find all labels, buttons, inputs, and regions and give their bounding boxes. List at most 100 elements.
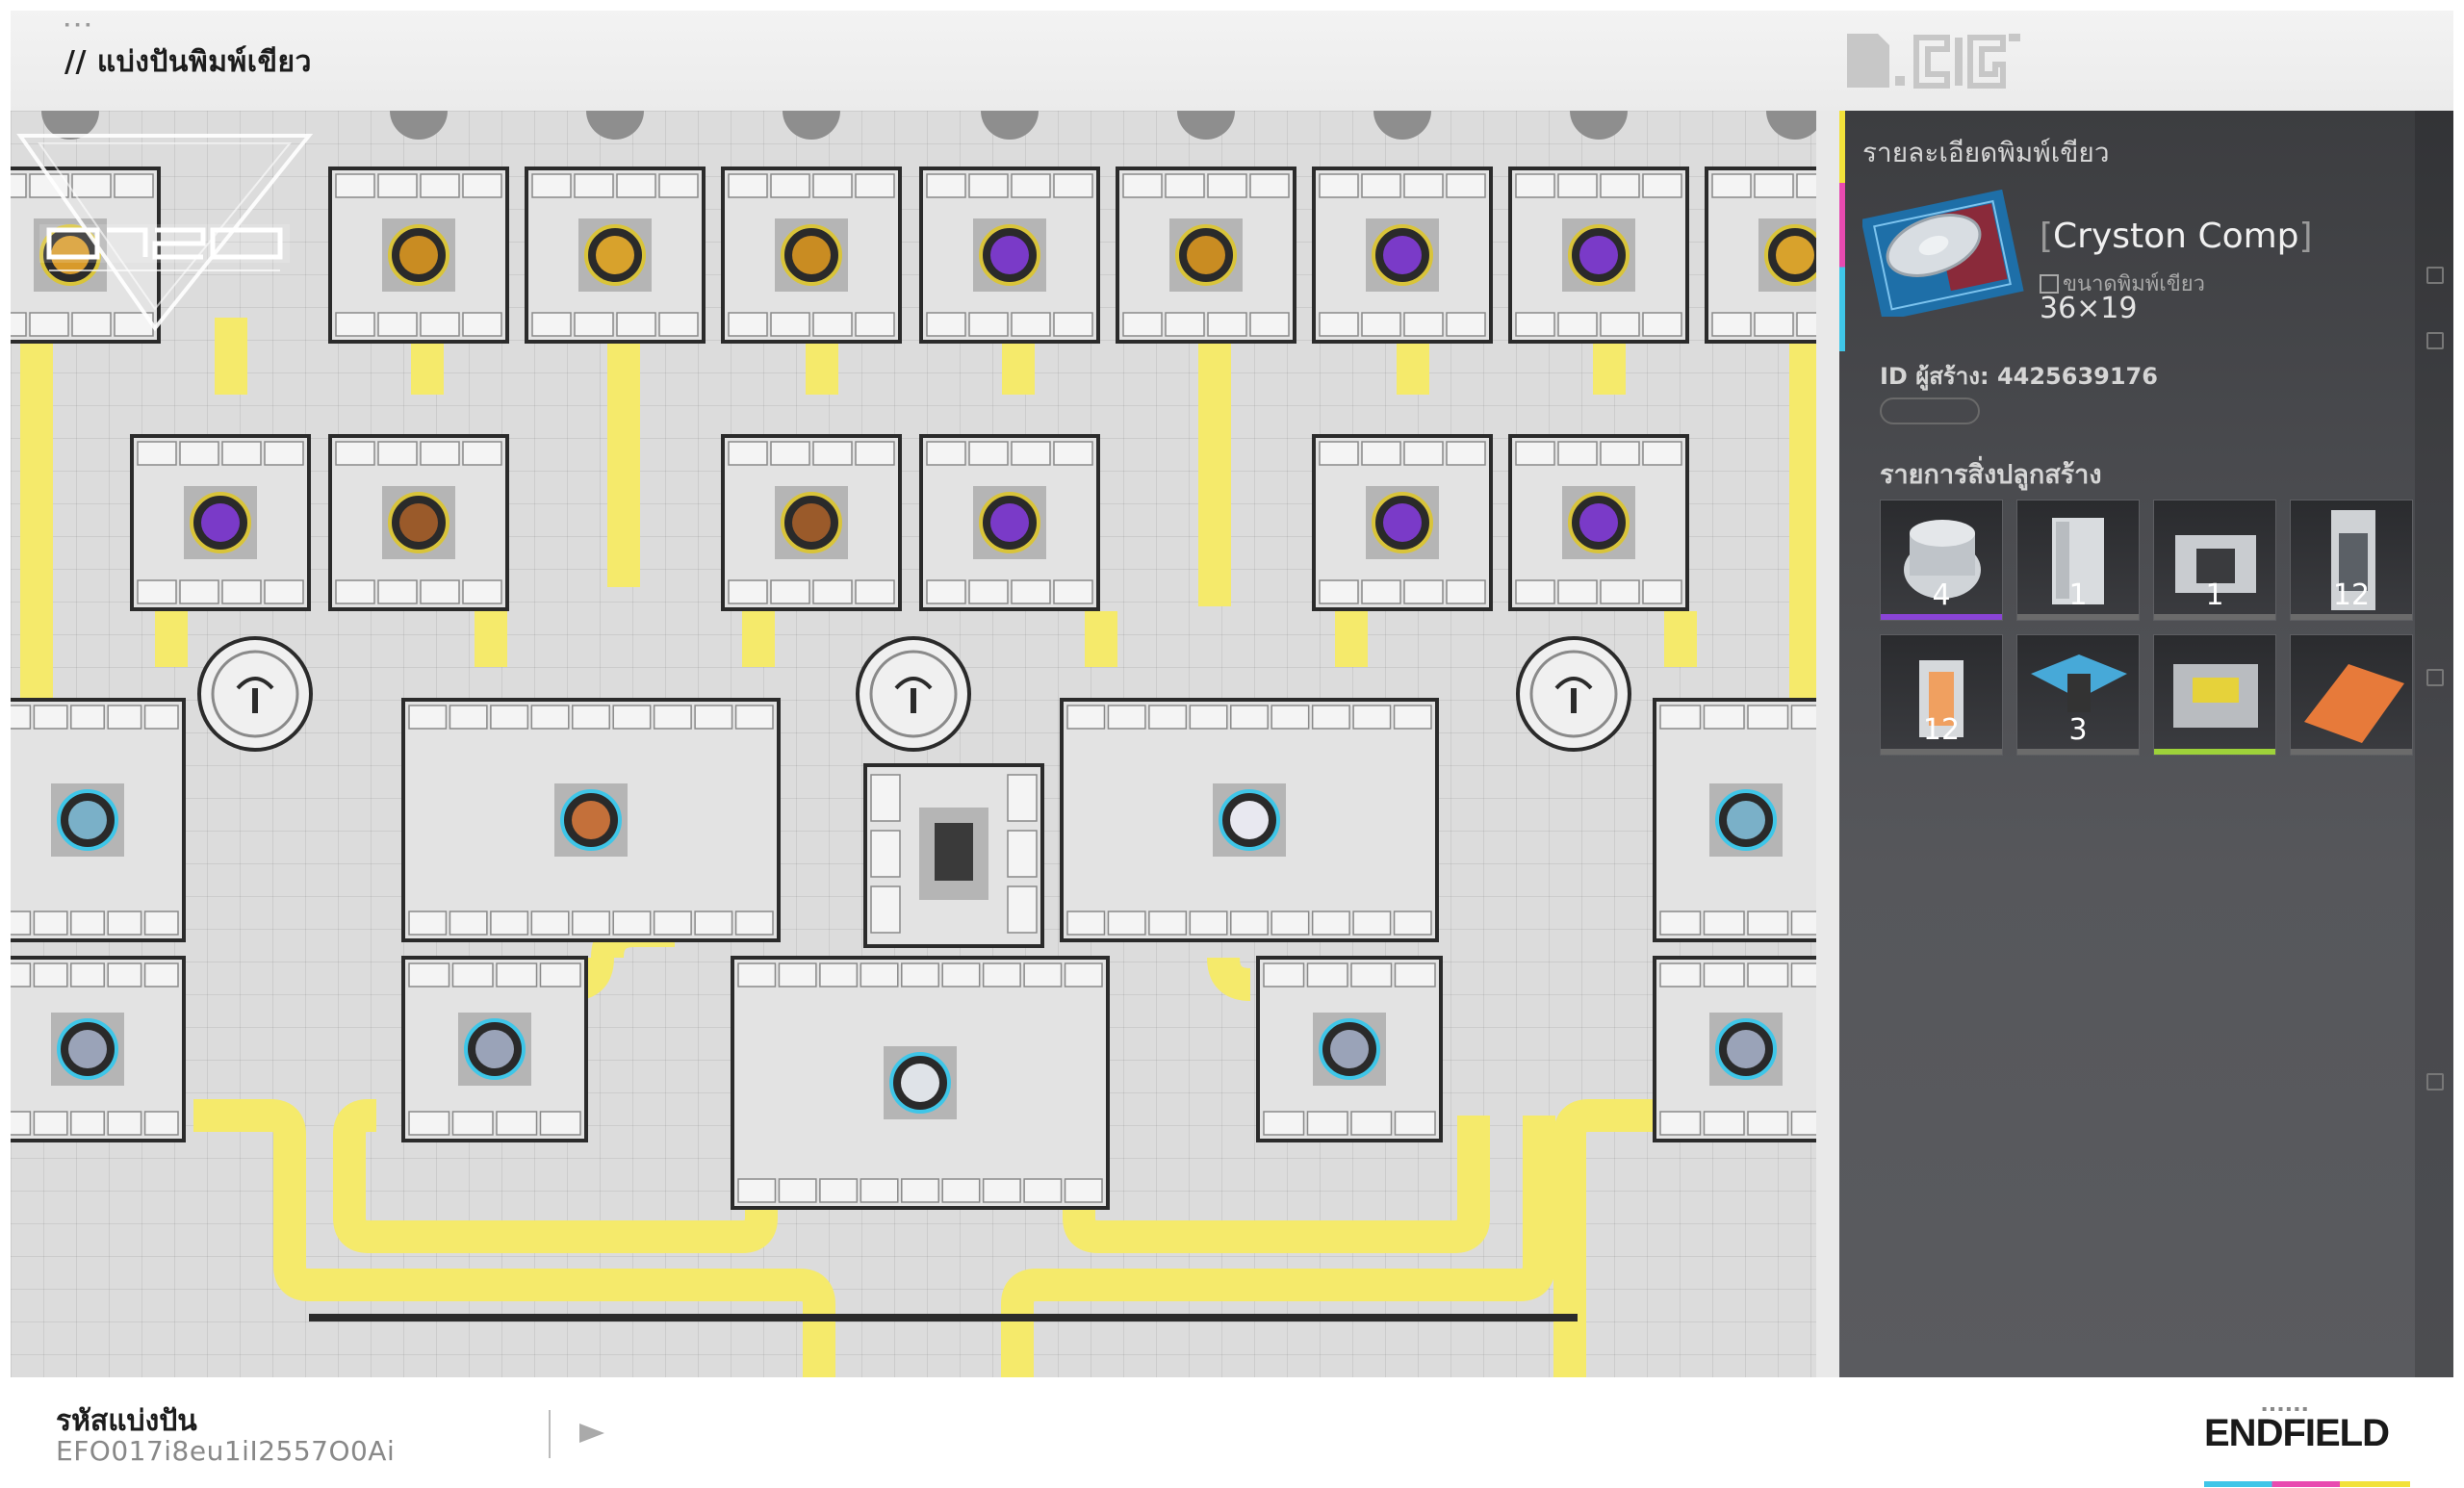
machine-port bbox=[33, 911, 68, 936]
machine-port bbox=[616, 312, 656, 337]
machine-port bbox=[137, 579, 177, 604]
machine-port bbox=[968, 579, 1009, 604]
machine-port bbox=[1394, 1111, 1436, 1136]
machine-port bbox=[264, 579, 304, 604]
machine-port bbox=[728, 441, 768, 466]
machine-port bbox=[941, 1178, 981, 1203]
machine-port bbox=[377, 579, 418, 604]
panel-side-strip bbox=[2415, 111, 2453, 1377]
signal-icon bbox=[1554, 677, 1593, 690]
machine-port bbox=[1053, 579, 1093, 604]
edit-icon[interactable] bbox=[2426, 267, 2444, 284]
edit-icon[interactable] bbox=[2426, 669, 2444, 686]
machine-port bbox=[812, 441, 853, 466]
machine-port bbox=[819, 962, 859, 988]
copy-id-button[interactable] bbox=[1880, 398, 1980, 424]
machine-port bbox=[1659, 1111, 1702, 1136]
build-item-pylon-tower[interactable]: 12 bbox=[2290, 500, 2413, 621]
build-item-refining-unit[interactable]: 4 bbox=[1880, 500, 2003, 621]
input-port bbox=[586, 111, 644, 140]
endfield-brand-logo: ENDFIELD bbox=[2204, 1412, 2390, 1454]
machine-port bbox=[812, 312, 853, 337]
recipe-item-icon bbox=[1383, 236, 1422, 274]
machine-port bbox=[1361, 579, 1401, 604]
machine-port bbox=[1515, 173, 1555, 198]
blueprint-layout bbox=[11, 111, 1816, 1377]
app-frame: ▪ ▪ ▪ // แบ่งปันพิมพ์เขียว รายละเอียดพิม… bbox=[11, 11, 2453, 1377]
machine-port bbox=[737, 962, 777, 988]
pylon-tower-icon bbox=[2331, 510, 2375, 610]
machine-port bbox=[1064, 1178, 1103, 1203]
machine-port bbox=[1007, 885, 1038, 934]
machine-port bbox=[420, 173, 460, 198]
machine-port bbox=[107, 705, 142, 730]
recipe-item-icon bbox=[1383, 503, 1422, 542]
machine-port bbox=[1207, 312, 1247, 337]
build-item-storage-tower[interactable]: 1 bbox=[2016, 500, 2140, 621]
machine-port bbox=[420, 441, 460, 466]
machine-port bbox=[1311, 705, 1350, 730]
machine-port bbox=[778, 1178, 817, 1203]
machine-port bbox=[1011, 441, 1051, 466]
build-item-power-cell[interactable]: 12 bbox=[1880, 634, 2003, 756]
machine-port bbox=[1007, 774, 1038, 822]
share-code-value[interactable]: EFO017i8eu1iI2557O0Ai bbox=[56, 1435, 396, 1467]
machine-port bbox=[860, 962, 899, 988]
machine-port bbox=[1319, 579, 1359, 604]
machine-port bbox=[1747, 1111, 1789, 1136]
machine-port bbox=[1165, 173, 1205, 198]
input-port bbox=[41, 111, 99, 140]
machine-port bbox=[1747, 705, 1789, 730]
recipe-item-icon bbox=[1727, 1030, 1765, 1068]
machine-port bbox=[968, 441, 1009, 466]
machine-port bbox=[1319, 312, 1359, 337]
blueprint-detail-panel: รายละเอียดพิมพ์เขียว [Cryston Comp] ขนาด… bbox=[1839, 111, 2453, 1377]
machine-port bbox=[612, 911, 652, 936]
machine-port bbox=[1703, 962, 1745, 988]
machine-port bbox=[1642, 579, 1682, 604]
recipe-item-icon bbox=[1776, 236, 1814, 274]
recipe-item-icon bbox=[990, 503, 1029, 542]
machine-port bbox=[70, 705, 105, 730]
machine-port bbox=[107, 1111, 142, 1136]
rarity-bar bbox=[1881, 614, 2002, 620]
machine-port bbox=[377, 441, 418, 466]
input-port bbox=[981, 111, 1039, 140]
blueprint-canvas[interactable] bbox=[11, 111, 1816, 1377]
machine-port bbox=[462, 579, 502, 604]
machine-port bbox=[1515, 579, 1555, 604]
splitter-icon bbox=[2031, 654, 2127, 712]
build-item-splitter[interactable]: 3 bbox=[2016, 634, 2140, 756]
machine-port bbox=[1207, 173, 1247, 198]
build-item-protocol-unit[interactable]: 1 bbox=[2153, 500, 2276, 621]
power-pylon-ring bbox=[211, 650, 299, 738]
machine-port bbox=[496, 1111, 538, 1136]
endfield-industries-emblem bbox=[16, 134, 314, 332]
blueprint-logo-icon bbox=[1847, 34, 2020, 89]
machine-port bbox=[11, 173, 27, 198]
conveyor-belt bbox=[1063, 1116, 1490, 1253]
machine-port bbox=[1446, 579, 1486, 604]
machine-port bbox=[1189, 911, 1228, 936]
edit-icon[interactable] bbox=[2426, 1073, 2444, 1090]
machine-port bbox=[264, 441, 304, 466]
recipe-item-icon bbox=[1579, 503, 1618, 542]
build-item-depot-core[interactable] bbox=[2153, 634, 2276, 756]
rarity-bar bbox=[2017, 749, 2139, 755]
share-arrow-icon[interactable] bbox=[579, 1424, 604, 1443]
machine-port bbox=[1249, 173, 1290, 198]
build-item-floor-tile[interactable] bbox=[2290, 634, 2413, 756]
machine-port bbox=[1107, 705, 1146, 730]
machine-port bbox=[1393, 911, 1432, 936]
machine-port bbox=[612, 705, 652, 730]
machine-port bbox=[449, 911, 488, 936]
signal-icon bbox=[911, 688, 916, 713]
machine-port bbox=[462, 173, 502, 198]
conveyor-belt bbox=[1664, 611, 1697, 667]
build-list-title: รายการสิ่งปลูกสร้าง bbox=[1880, 460, 2102, 490]
machine-port bbox=[11, 911, 32, 936]
machine-port bbox=[1446, 441, 1486, 466]
machine-port bbox=[812, 579, 853, 604]
machine-port bbox=[1557, 173, 1598, 198]
machine-port bbox=[1319, 173, 1359, 198]
